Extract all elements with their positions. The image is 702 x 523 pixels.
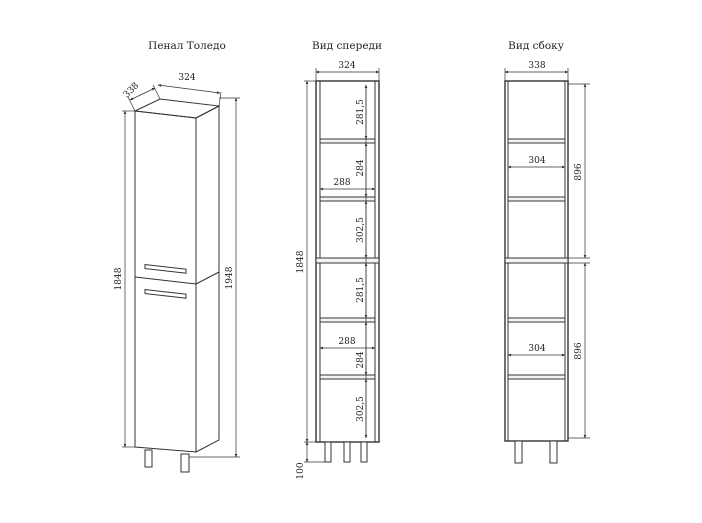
iso-handle-upper <box>144 263 187 274</box>
front-section-6-label: 302,5 <box>356 396 366 422</box>
iso-leg-left <box>144 449 153 468</box>
front-width-label: 324 <box>338 61 355 71</box>
side-shelf-4 <box>507 374 566 380</box>
iso-door-split-side <box>195 271 220 285</box>
front-inner-width-bottom-label: 288 <box>338 337 355 347</box>
front-section-3-label: 302,5 <box>356 217 366 243</box>
front-leg-2 <box>343 441 351 463</box>
iso-body-height-label: 1848 <box>114 267 124 290</box>
front-shelf-middle <box>315 257 380 264</box>
iso-depth-ext2 <box>152 84 161 100</box>
side-shelf-middle <box>504 257 569 264</box>
iso-depth-dim-line <box>129 87 156 101</box>
side-section-bottom-label: 896 <box>574 342 584 359</box>
iso-depth-label: 338 <box>122 81 141 100</box>
title-side-view: Вид сбоку <box>508 40 565 52</box>
side-shelf-2 <box>507 196 566 202</box>
side-view: 338 304 304 896 896 <box>504 61 590 464</box>
iso-door-split-front <box>134 276 197 285</box>
front-section-5-label: 284 <box>356 351 366 368</box>
front-shelf-2 <box>319 196 376 202</box>
front-inner-width-top-label: 288 <box>333 178 350 188</box>
front-leg-3 <box>360 441 368 463</box>
iso-width-ext2 <box>218 91 222 107</box>
front-leg-height-label: 100 <box>296 462 306 479</box>
title-iso-view: Пенал Толедо <box>148 40 226 52</box>
front-shelf-1 <box>319 138 376 144</box>
iso-width-label: 324 <box>178 73 195 83</box>
iso-leg-right <box>180 453 190 473</box>
side-shelf-depth-bottom-label: 304 <box>528 344 545 354</box>
front-section-1-label: 281,5 <box>356 99 366 125</box>
side-shelf-3 <box>507 317 566 323</box>
title-front-view: Вид спереди <box>312 40 382 52</box>
side-depth-label: 338 <box>528 61 545 71</box>
side-shelf-1 <box>507 138 566 144</box>
front-height-label: 1848 <box>296 250 306 273</box>
front-section-2-label: 284 <box>356 159 366 176</box>
front-section-4-label: 281,5 <box>356 277 366 303</box>
iso-front-face <box>134 110 197 453</box>
side-leg-front <box>514 440 523 464</box>
side-shelf-depth-top-label: 304 <box>528 156 545 166</box>
front-shelf-3 <box>319 317 376 323</box>
iso-view: 338 324 1848 1948 <box>114 73 240 473</box>
front-leg-1 <box>324 441 332 463</box>
iso-total-height-label: 1948 <box>225 266 235 289</box>
iso-side-face <box>195 105 220 453</box>
front-view: 324 288 288 281,5 284 302,5 281,5 284 30… <box>296 61 380 480</box>
iso-depth-ext1 <box>127 96 136 112</box>
iso-width-dim-line <box>157 84 221 94</box>
side-leg-back <box>549 440 558 464</box>
iso-top-face <box>133 98 221 119</box>
iso-handle-lower <box>144 288 187 299</box>
side-section-top-label: 896 <box>574 163 584 180</box>
front-shelf-4 <box>319 374 376 380</box>
